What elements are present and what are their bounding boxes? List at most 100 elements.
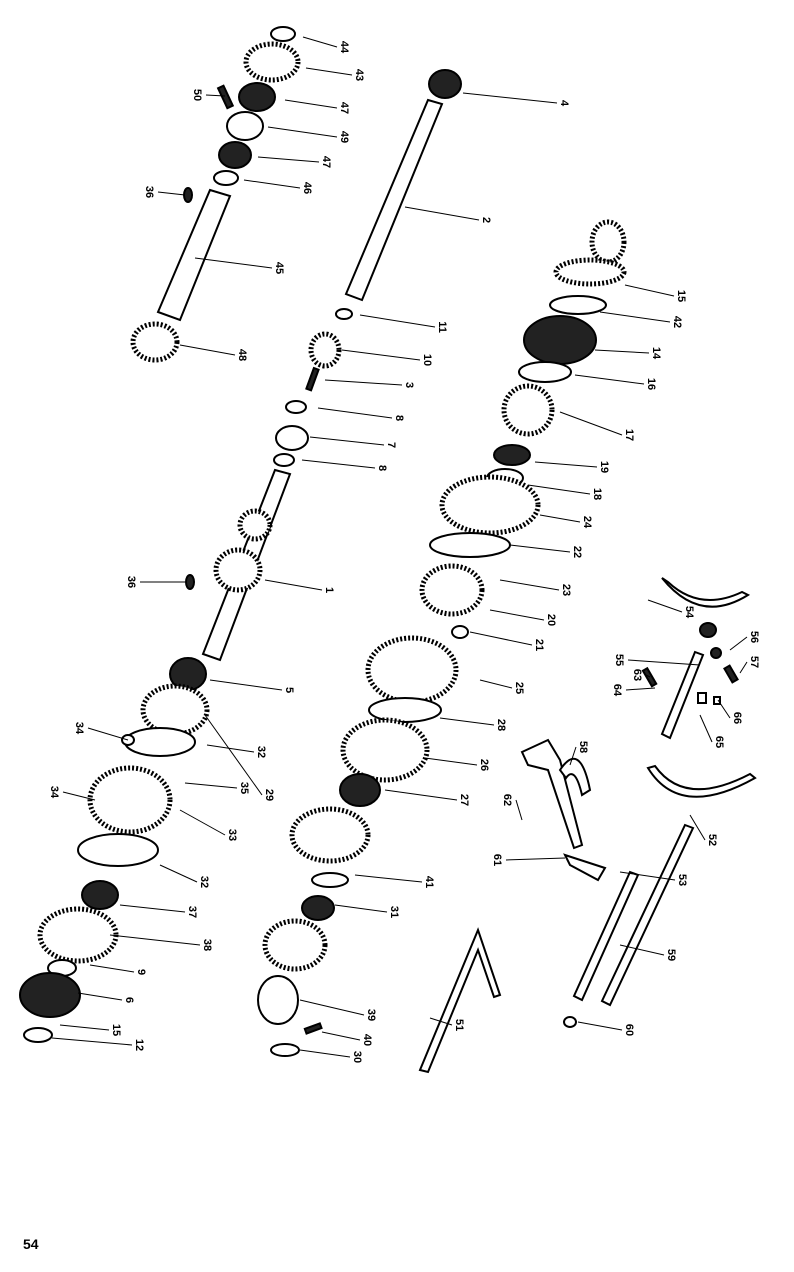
spring-21	[451, 625, 469, 639]
leader-line	[739, 661, 748, 674]
circlip	[270, 26, 296, 42]
page-number: 54	[23, 1236, 39, 1252]
callout-25: 25	[513, 682, 525, 694]
callout-53: 53	[676, 874, 688, 886]
leader-line	[354, 874, 423, 883]
callout-36: 36	[143, 186, 155, 198]
leader-line	[527, 484, 591, 495]
bearing-47b	[218, 141, 252, 169]
interlock-61	[563, 853, 607, 882]
leader-line	[577, 1021, 623, 1031]
gear-25	[365, 635, 459, 705]
callout-55: 55	[613, 654, 625, 666]
tool-51	[418, 927, 502, 1074]
callout-31: 31	[388, 906, 400, 918]
washer-16	[518, 361, 572, 383]
gear-38	[37, 906, 119, 964]
leader-line	[299, 1049, 351, 1058]
circlip-30	[270, 1043, 300, 1057]
callout-6: 6	[123, 997, 135, 1003]
leader-line	[157, 191, 186, 196]
callout-62: 62	[501, 794, 513, 806]
key-36	[183, 187, 193, 203]
callout-30: 30	[351, 1051, 363, 1063]
bearing-14	[523, 315, 597, 365]
leader-line	[505, 857, 566, 861]
leader-line	[729, 636, 748, 651]
callout-8: 8	[376, 465, 388, 471]
callout-45: 45	[273, 262, 285, 274]
callout-34: 34	[48, 786, 60, 799]
gear-1b	[213, 547, 263, 593]
ring-32	[124, 727, 196, 757]
leader-line	[321, 1031, 361, 1041]
callout-46: 46	[301, 182, 313, 194]
bearing-17	[501, 383, 555, 437]
rod-55	[660, 650, 705, 740]
callout-40: 40	[361, 1034, 373, 1046]
callout-58: 58	[577, 741, 589, 753]
ring-28	[368, 697, 442, 723]
leader-line	[359, 314, 436, 328]
leader-line	[305, 67, 353, 76]
washer-42	[549, 295, 607, 315]
callout-59: 59	[665, 949, 677, 961]
circlip-11	[335, 308, 353, 320]
fork-52	[646, 764, 757, 798]
callout-29: 29	[263, 789, 275, 801]
leader-line	[699, 714, 713, 743]
callout-10: 10	[421, 354, 433, 366]
callout-19: 19	[598, 461, 610, 473]
callout-50: 50	[191, 89, 203, 101]
ring-19	[493, 444, 531, 466]
callout-labels: 4443504749474636454842154211141016387178…	[48, 41, 760, 1063]
leader-line	[717, 699, 731, 719]
callout-65: 65	[713, 736, 725, 748]
rod-53	[600, 823, 695, 1007]
leader-line	[334, 904, 388, 913]
bearing-7	[275, 425, 309, 451]
ring-15	[553, 257, 627, 287]
callout-12: 12	[133, 1039, 145, 1051]
callout-17: 17	[623, 429, 635, 441]
leader-line	[264, 579, 323, 591]
shaft-45	[156, 188, 232, 322]
leader-line	[257, 156, 320, 163]
leader-line	[62, 791, 96, 801]
callout-57: 57	[748, 656, 760, 668]
leader-line	[569, 746, 577, 766]
leader-line	[489, 609, 545, 621]
callout-7: 7	[385, 442, 397, 448]
leader-line	[205, 94, 226, 97]
callout-21: 21	[533, 639, 545, 651]
bearing-6	[19, 972, 81, 1018]
callout-47: 47	[338, 102, 350, 114]
synchro-33	[87, 765, 173, 835]
leader-line	[647, 599, 683, 613]
leader-line	[89, 964, 135, 973]
circlip-12	[23, 1027, 53, 1043]
lever-62	[520, 738, 584, 850]
leader-line	[625, 687, 656, 691]
bolt-50	[216, 84, 235, 110]
callout-4: 4	[558, 100, 570, 107]
callout-38: 38	[201, 939, 213, 951]
key-36b	[185, 574, 195, 590]
leader-line	[404, 206, 480, 221]
leader-line	[479, 679, 513, 689]
leader-line	[574, 374, 645, 385]
callout-44: 44	[338, 41, 350, 54]
leader-line	[689, 814, 706, 841]
callout-43: 43	[353, 69, 365, 81]
washer-60	[563, 1016, 577, 1028]
leader-line	[509, 544, 571, 553]
callout-48: 48	[236, 349, 248, 361]
gear-27b	[289, 806, 371, 864]
callout-2: 2	[480, 217, 492, 223]
sleeve-37	[81, 880, 119, 910]
leader-line	[439, 717, 495, 726]
callout-24: 24	[581, 516, 593, 529]
bearing-47	[238, 82, 276, 112]
ring-22	[429, 532, 511, 558]
detent-65	[697, 692, 707, 704]
